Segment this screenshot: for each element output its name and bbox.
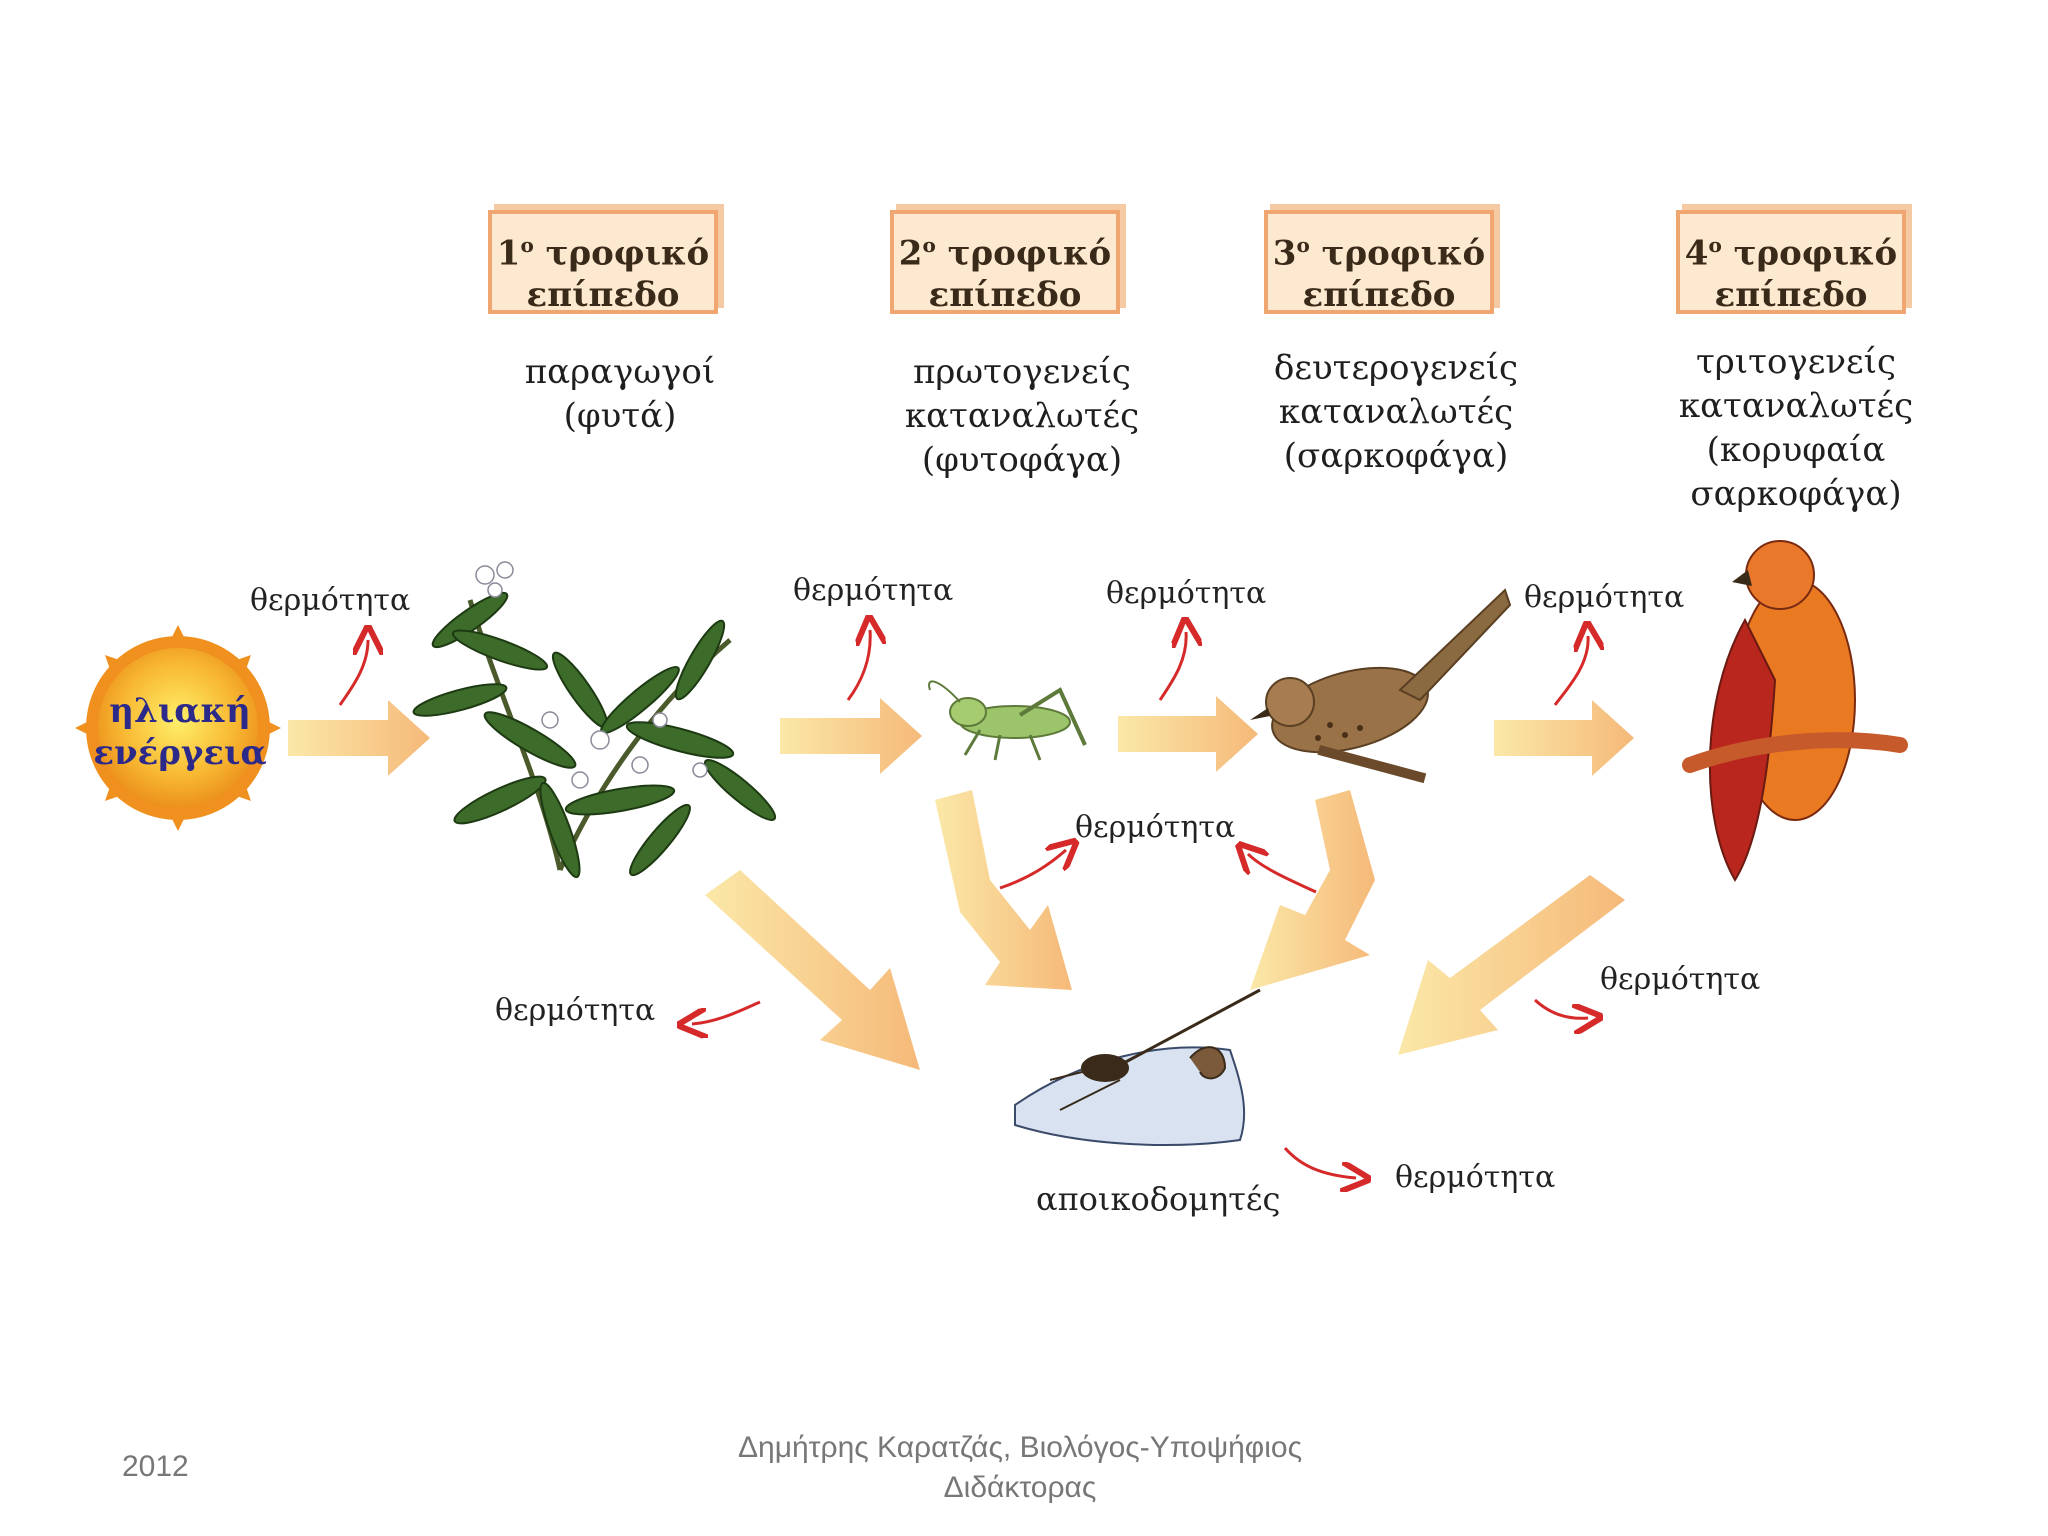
decomposers-label: αποικοδομητές (1036, 1180, 1281, 1218)
hawk-icon (1682, 540, 1908, 882)
heat-label-1: θερμότητα (250, 583, 411, 618)
role-producers: παραγωγοί(φυτά) (524, 352, 716, 436)
sun-icon (75, 625, 281, 831)
heat-label-6: θερμότητα (495, 993, 656, 1028)
heat-label-4: θερμότητα (1524, 580, 1685, 615)
heat-label-5: θερμότητα (1075, 810, 1236, 845)
footer-author: Δημήτρης Καρατζάς, Βιολόγος-Υποψήφιος Δι… (737, 1431, 1303, 1504)
footer-year: 2012 (122, 1450, 189, 1483)
heat-loss-arrows (338, 630, 1588, 1178)
grasshopper-icon (928, 680, 1087, 761)
heat-label-3: θερμότητα (1106, 576, 1267, 611)
plant-icon (412, 561, 777, 879)
thrush-bird-icon (1250, 588, 1512, 784)
decomposition-arrows (705, 790, 1625, 1070)
energy-flow-arrows (288, 696, 1634, 776)
trophic-level-3-box: 3ο τροφικό επίπεδο (1264, 210, 1494, 315)
trophic-level-1-box: 1ο τροφικό επίπεδο (488, 210, 718, 315)
decomposers-icon (1014, 988, 1261, 1146)
trophic-level-4-box: 4ο τροφικό επίπεδο (1676, 210, 1906, 315)
heat-label-8: θερμότητα (1395, 1160, 1556, 1195)
trophic-level-2-box: 2ο τροφικό επίπεδο (890, 210, 1120, 315)
heat-label-7: θερμότητα (1600, 962, 1761, 997)
heat-label-2: θερμότητα (793, 573, 954, 608)
